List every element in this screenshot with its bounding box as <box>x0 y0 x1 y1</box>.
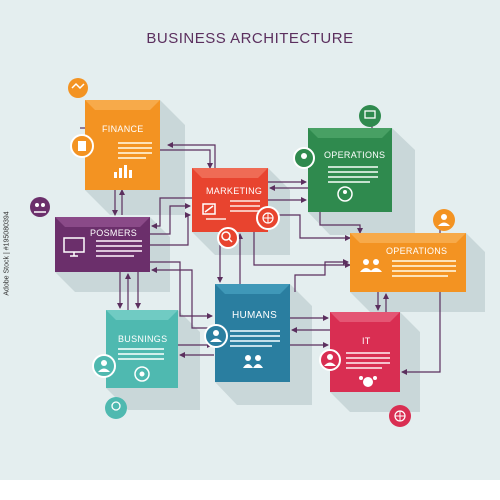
globe-icon <box>256 206 280 230</box>
bottom-strip <box>0 480 500 500</box>
worker-icon <box>92 354 116 378</box>
person-icon <box>337 186 353 202</box>
node-finance <box>85 100 160 190</box>
marketing-label: MARKETING <box>206 186 263 196</box>
operations-right-label: OPERATIONS <box>386 246 448 256</box>
cycle-icon <box>134 366 150 382</box>
humans-label: HUMANS <box>232 310 278 321</box>
person-icon <box>204 324 228 348</box>
operations-top-label: OPERATIONS <box>324 150 386 160</box>
worker-icon <box>293 147 315 169</box>
diagram-title: BUSINESS ARCHITECTURE <box>146 30 354 47</box>
user-icon <box>433 209 455 231</box>
user-icon <box>319 349 341 371</box>
badge-icon <box>105 397 127 419</box>
magnifier-icon <box>217 227 239 249</box>
posmers-label: POSMERS <box>90 228 138 238</box>
handshake-icon <box>68 78 88 98</box>
presentation-icon <box>359 105 381 127</box>
finance-label: FINANCE <box>102 124 144 134</box>
globe-icon <box>389 405 411 427</box>
node-posmers <box>55 217 150 272</box>
busnings-label: BUSNINGS <box>118 334 168 344</box>
network-icon <box>359 376 377 387</box>
bar-chart-icon <box>114 165 132 178</box>
group-icon <box>243 355 263 368</box>
it-label: IT <box>362 336 371 346</box>
monitor-icon <box>63 237 85 257</box>
node-marketing <box>192 168 268 232</box>
watermark: Adobe Stock | #195080394 <box>3 211 11 296</box>
document-icon <box>70 134 94 158</box>
tools-icon <box>202 203 216 215</box>
connectors <box>80 118 441 375</box>
node-operations-right <box>350 233 466 292</box>
teamwork-icon <box>30 197 50 217</box>
users-icon <box>360 259 382 272</box>
